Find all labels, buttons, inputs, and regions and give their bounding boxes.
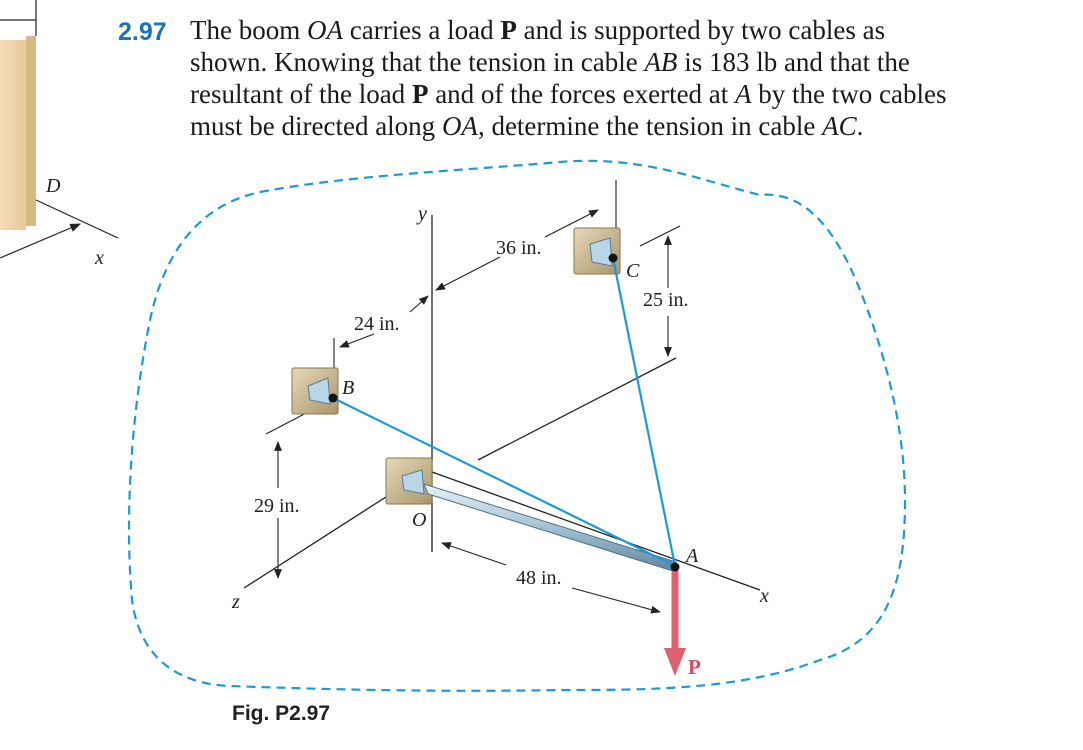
figure-boundary — [127, 159, 907, 692]
problem-statement: The boom OA carries a load P and is supp… — [190, 14, 947, 142]
load-p-arrowhead — [664, 648, 686, 676]
dim-label-25: 25 in. — [643, 289, 689, 311]
cable-ac — [611, 257, 677, 567]
bracket-c — [573, 227, 621, 275]
axis-label-z: z — [231, 591, 240, 613]
axis-label-x: x — [759, 585, 769, 607]
dim-label-48: 48 in. — [516, 567, 562, 589]
boom-oa — [423, 483, 677, 573]
point-label-o: O — [412, 509, 426, 531]
dim-label-29: 29 in. — [254, 495, 300, 517]
adjacent-figure-fragment: D x — [0, 0, 119, 269]
point-b — [328, 393, 338, 403]
problem-number: 2.97 — [118, 18, 167, 46]
point-a — [670, 562, 680, 572]
axis-label-x-left: x — [94, 247, 104, 269]
bracket-b — [291, 367, 339, 415]
point-label-d: D — [45, 175, 61, 197]
cable-ab — [332, 397, 676, 567]
axis-label-y: y — [416, 203, 427, 225]
dimensions — [265, 180, 681, 614]
figure-caption: Fig. P2.97 — [232, 702, 331, 725]
bracket-o — [385, 457, 433, 505]
problem-line: The boom OA carries a load P and is supp… — [190, 15, 886, 45]
load-label-p: P — [688, 655, 701, 679]
problem-line: resultant of the load P and of the force… — [190, 79, 947, 109]
axes: y x z — [231, 203, 769, 613]
dim-label-36: 36 in. — [496, 237, 542, 259]
point-label-c: C — [626, 260, 640, 282]
problem-line: must be directed along OA, determine the… — [190, 111, 864, 141]
dim-label-24: 24 in. — [354, 313, 400, 335]
point-c — [608, 253, 618, 263]
point-label-a: A — [684, 545, 699, 567]
point-label-b: B — [342, 377, 354, 399]
problem-line: shown. Knowing that the tension in cable… — [190, 47, 910, 77]
